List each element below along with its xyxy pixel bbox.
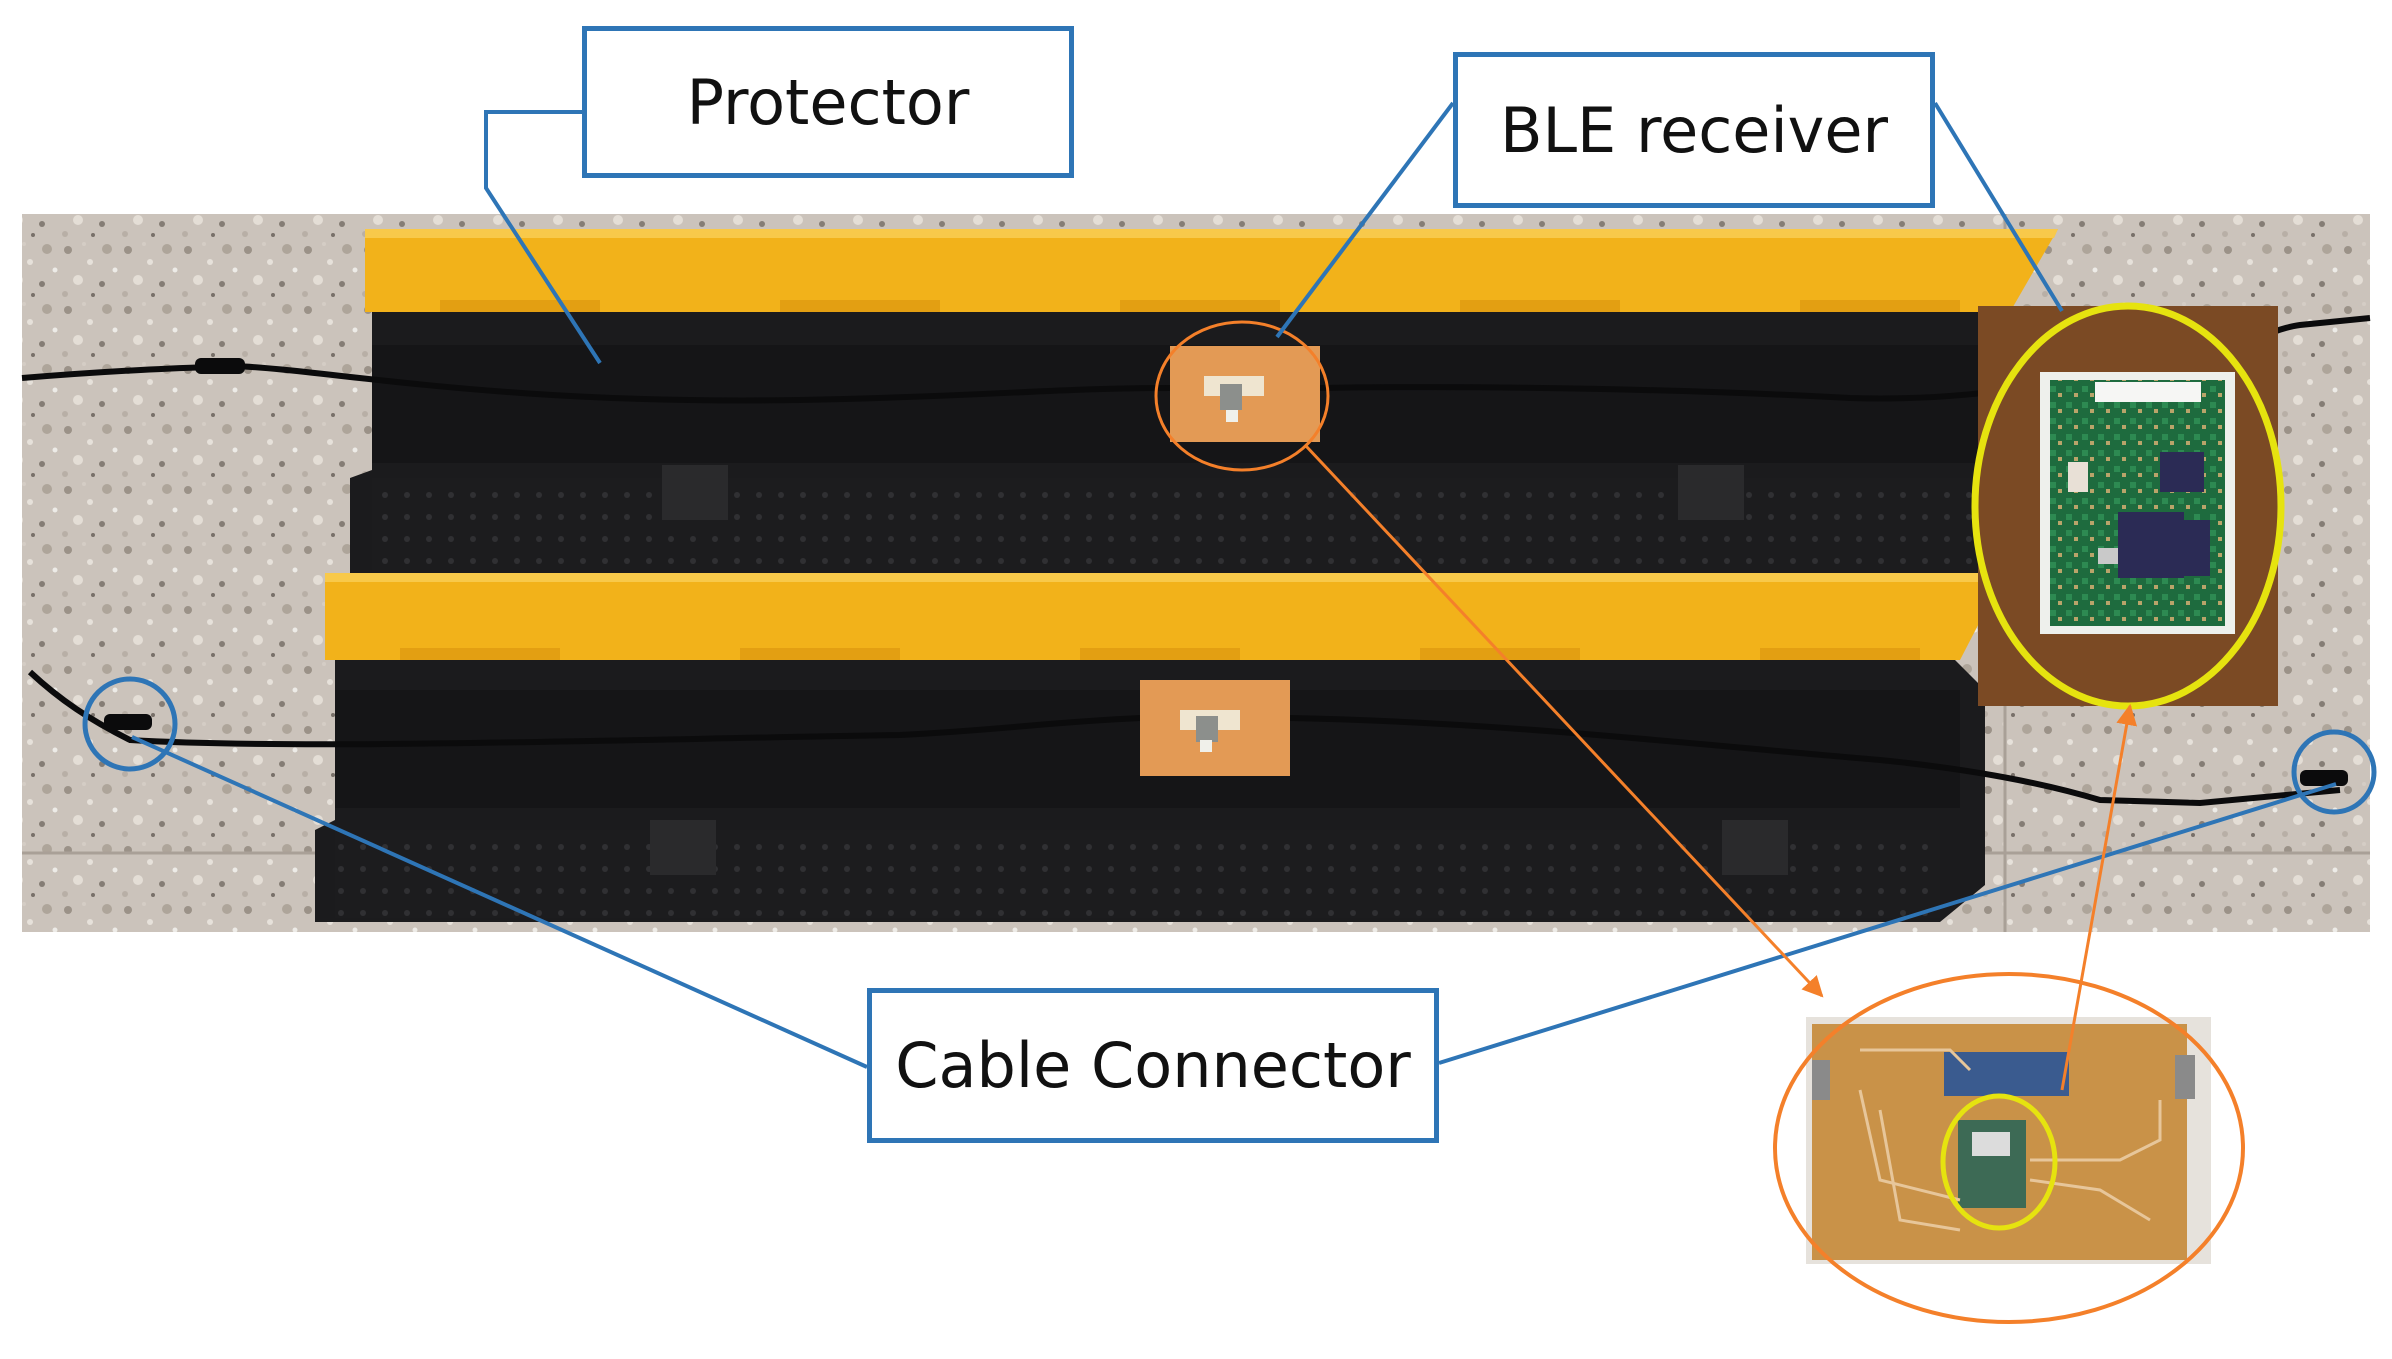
cable-connector-left-upper — [195, 358, 245, 374]
ble-receiver-label: BLE receiver — [1499, 93, 1888, 167]
sensor-highlight-ring — [1154, 320, 1330, 472]
cable-connector-ring-right — [2291, 729, 2377, 815]
ble-receiver-callout: BLE receiver — [1453, 52, 1935, 208]
protector-label: Protector — [686, 65, 970, 139]
ble-sensor-pad-upper — [1170, 346, 1320, 442]
leader-lines — [131, 101, 2337, 1069]
pcb-highlight-ring — [1773, 972, 2245, 1324]
pointer-arrows — [1304, 444, 2138, 1091]
cable-connector-ring-left — [82, 676, 178, 772]
pcb-board-closeup-icon — [1806, 1017, 2211, 1264]
cable-connector-right-lower — [2300, 770, 2348, 786]
ble-chip-closeup-icon — [1971, 302, 2285, 710]
protector-callout: Protector — [582, 26, 1074, 178]
cable-connector-callout: Cable Connector — [867, 988, 1439, 1143]
cable-connector-left-lower — [104, 714, 152, 730]
ble-sensor-pad-lower — [1140, 680, 1290, 776]
cable-connector-label: Cable Connector — [895, 1029, 1411, 1102]
